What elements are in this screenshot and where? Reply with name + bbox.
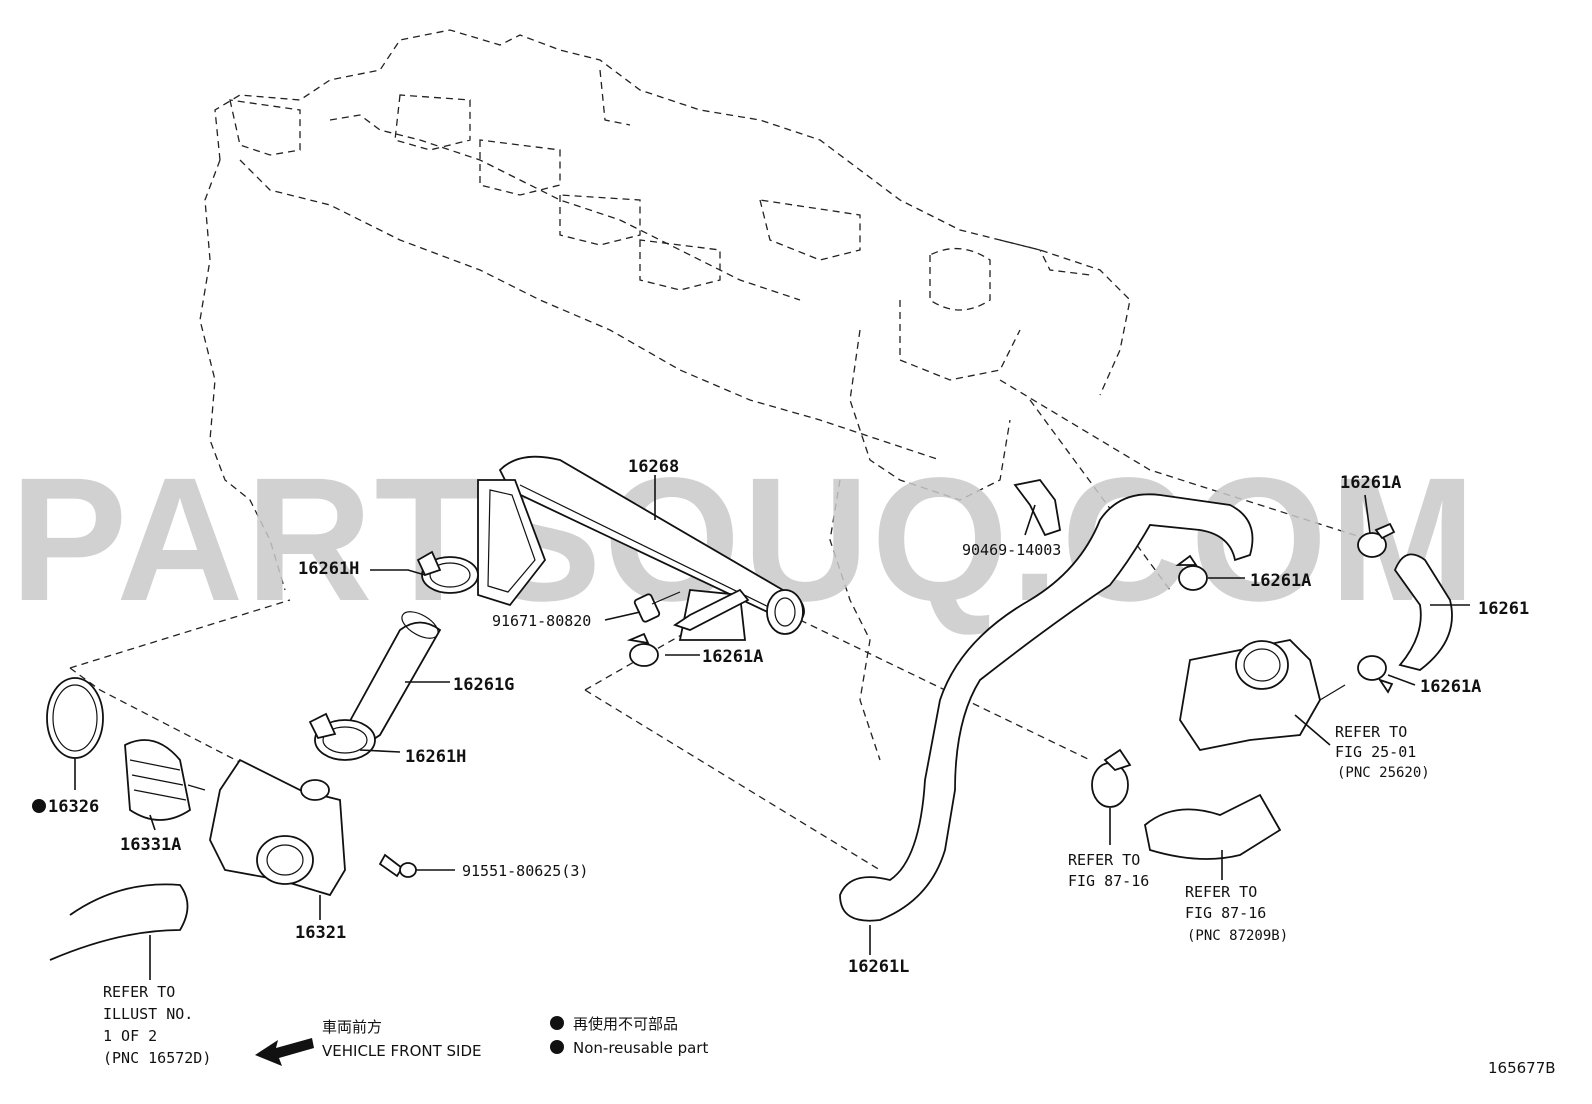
svg-text:REFER TO: REFER TO [103, 983, 175, 1001]
assembly-leaders [69, 379, 1371, 871]
legend-dot-icon [550, 1040, 564, 1054]
part-labels: 16268 16261H 16261G 16261H 91671-80820 1… [32, 457, 1529, 977]
legend-dot-icon [550, 1016, 564, 1030]
figure-id: 165677B [1488, 1059, 1556, 1077]
hose-16261 [1393, 553, 1453, 671]
label-16261H-bottom: 16261H [405, 747, 466, 767]
vehicle-front-indicator: 車両前方 VEHICLE FRONT SIDE [255, 1018, 482, 1066]
label-16261A-right1: 16261A [1340, 473, 1401, 493]
gasket-16326 [46, 677, 104, 759]
hose-clamp-fig87 [1091, 748, 1132, 808]
vehicle-front-en: VEHICLE FRONT SIDE [322, 1042, 482, 1060]
label-16326: 16326 [48, 797, 99, 817]
hose-clamp-16261A-mid [626, 632, 659, 667]
label-16261G: 16261G [453, 675, 514, 695]
bolt-91551 [378, 853, 417, 878]
throttle-body [1179, 639, 1346, 752]
thermostat-16331A [124, 739, 206, 821]
hose-clamp-16261A-right1 [1357, 522, 1396, 558]
ref-fig-25-01: REFER TO FIG 25-01 (PNC 25620) [1335, 723, 1430, 781]
svg-text:REFER TO: REFER TO [1068, 851, 1140, 869]
engine-outline [199, 29, 1131, 761]
svg-text:(PNC 25620): (PNC 25620) [1337, 765, 1430, 781]
svg-text:1 OF 2: 1 OF 2 [103, 1027, 157, 1045]
legend-jp: 再使用不可部品 [573, 1015, 678, 1033]
watermark-text: PARTSOUQ.COM [10, 442, 1478, 638]
label-16268: 16268 [628, 457, 679, 477]
svg-text:FIG 87-16: FIG 87-16 [1185, 904, 1266, 922]
legend-en: Non-reusable part [573, 1039, 708, 1057]
ref-illust-no: REFER TO ILLUST NO. 1 OF 2 (PNC 16572D) [103, 983, 211, 1067]
svg-text:ILLUST NO.: ILLUST NO. [103, 1005, 193, 1023]
water-inlet-16321 [209, 758, 346, 897]
front-arrow-icon [255, 1038, 314, 1066]
label-16321: 16321 [295, 923, 346, 943]
svg-text:REFER TO: REFER TO [1335, 723, 1407, 741]
non-reusable-marker [32, 799, 46, 813]
hose-clamp-16261A-right2 [1175, 554, 1208, 591]
label-16261A-mid: 16261A [702, 647, 763, 667]
svg-text:(PNC 16572D): (PNC 16572D) [103, 1049, 211, 1067]
bracket-90469 [1013, 479, 1062, 537]
svg-text:(PNC 87209B): (PNC 87209B) [1187, 928, 1288, 944]
ref-fig-87-16-b: REFER TO FIG 87-16 (PNC 87209B) [1185, 883, 1288, 944]
label-16261A-right3: 16261A [1420, 677, 1481, 697]
vehicle-front-jp: 車両前方 [322, 1018, 382, 1036]
label-16261A-right2: 16261A [1250, 571, 1311, 591]
hose-clamp-16261A-right3 [1357, 655, 1394, 694]
hose-clamp-16261H-top [416, 550, 479, 594]
label-16261H-top: 16261H [298, 559, 359, 579]
heater-hose [1144, 793, 1282, 860]
legend: 再使用不可部品 Non-reusable part [550, 1015, 708, 1057]
label-16331A: 16331A [120, 835, 181, 855]
label-16261: 16261 [1478, 599, 1529, 619]
water-bypass-pipe [477, 455, 805, 641]
radiator-hose [49, 883, 189, 961]
label-16261L: 16261L [848, 957, 909, 977]
svg-text:FIG 25-01: FIG 25-01 [1335, 743, 1416, 761]
label-91671-80820: 91671-80820 [492, 612, 591, 630]
label-leaders [74, 475, 1470, 980]
svg-text:FIG 87-16: FIG 87-16 [1068, 872, 1149, 890]
label-90469-14003: 90469-14003 [962, 541, 1061, 559]
hose-16261L [839, 493, 1254, 922]
ref-fig-87-16-a: REFER TO FIG 87-16 [1068, 851, 1149, 890]
label-91551-80625: 91551-80625(3) [462, 862, 588, 880]
svg-text:REFER TO: REFER TO [1185, 883, 1257, 901]
